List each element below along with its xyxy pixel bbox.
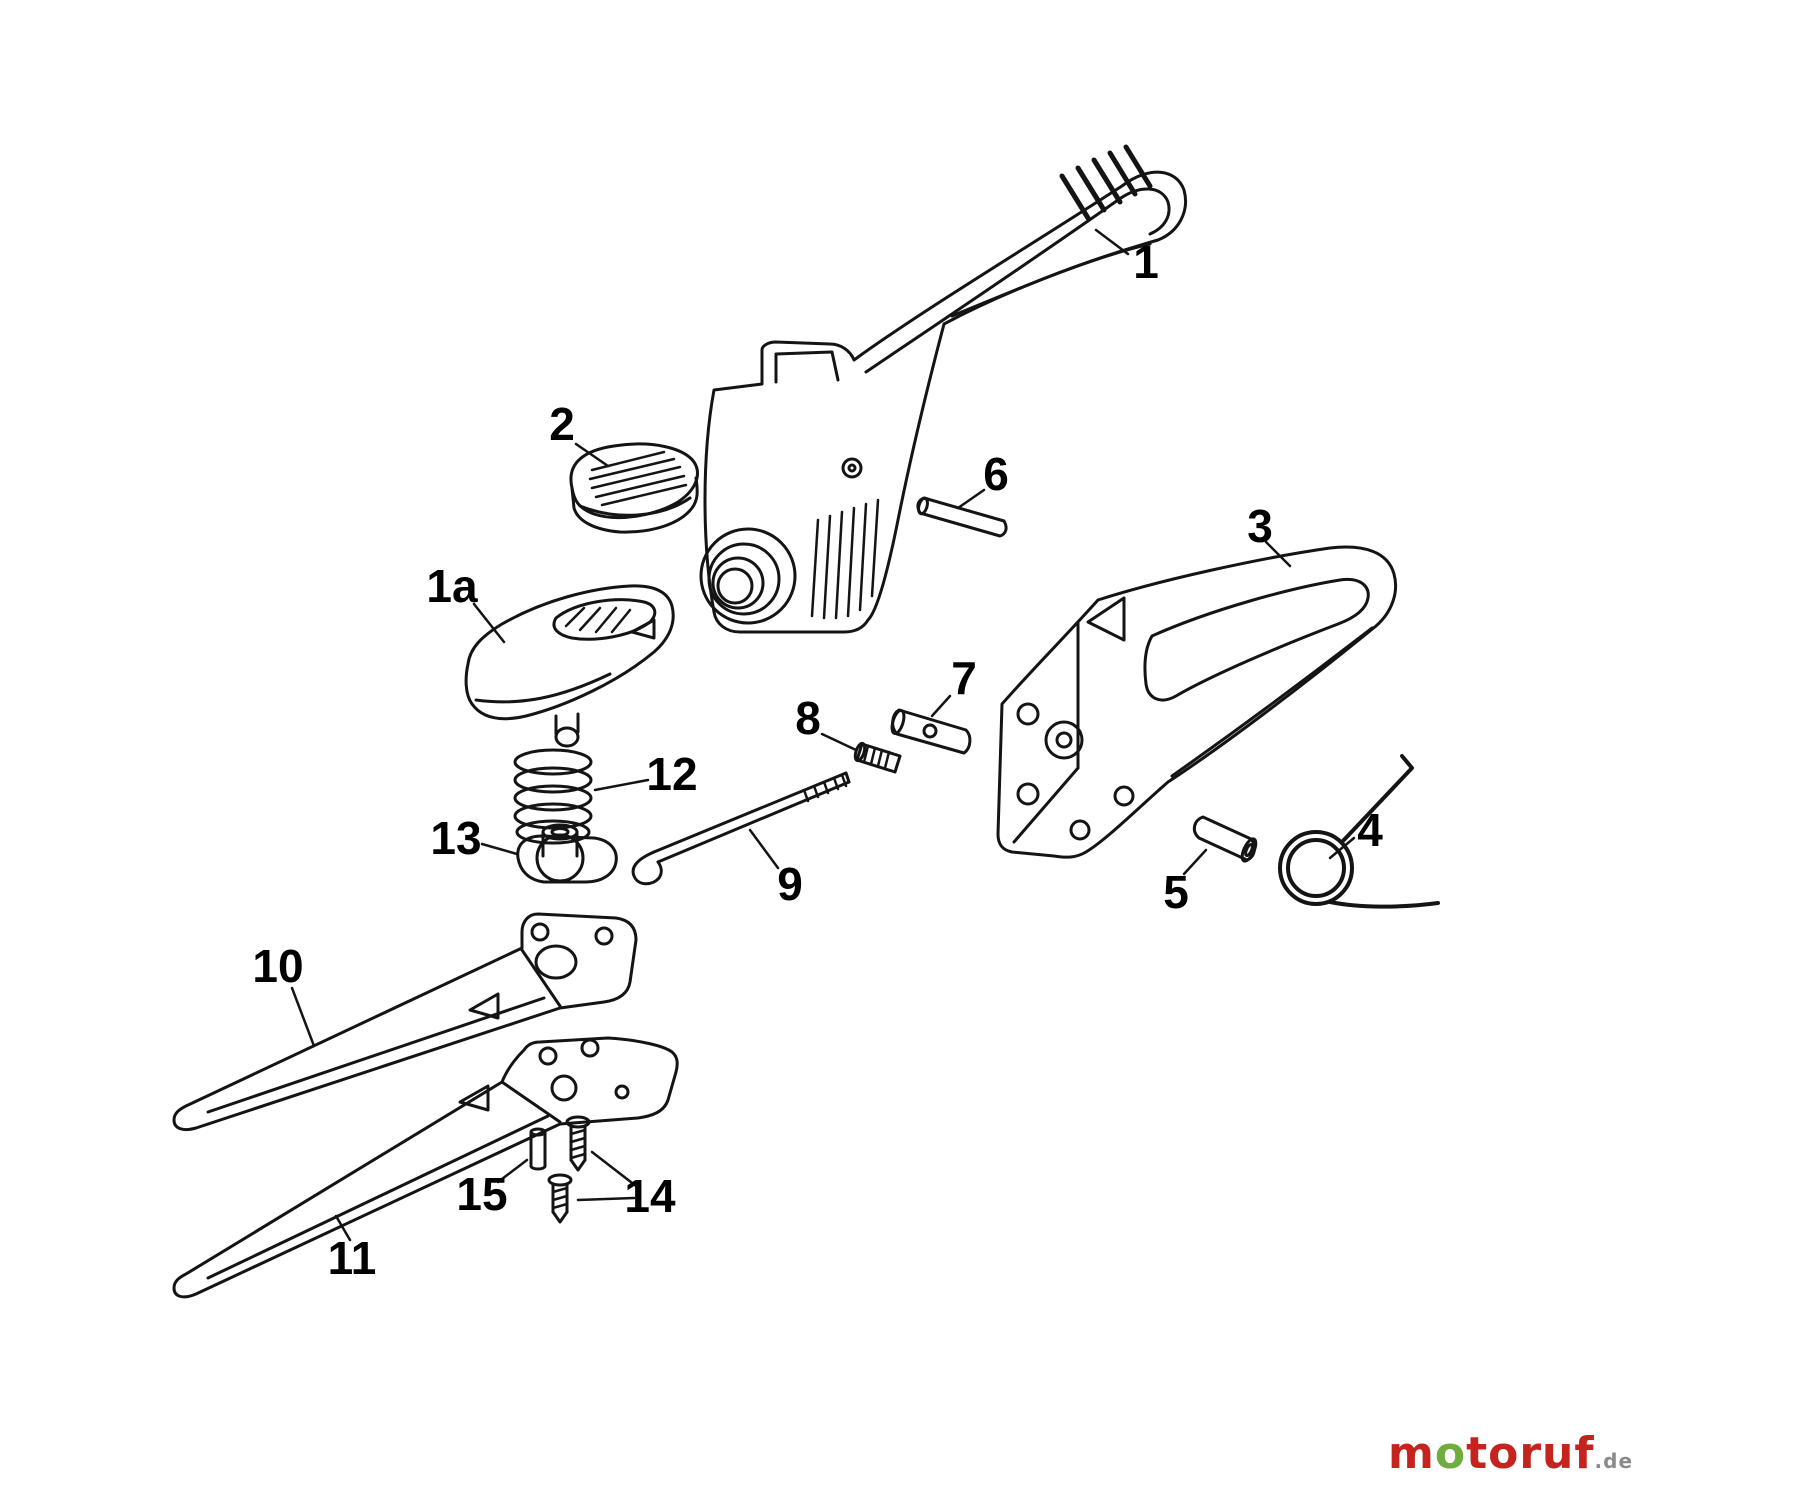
lower-blade-11-drawing bbox=[172, 1036, 679, 1299]
part-label-1a: 1a bbox=[426, 560, 478, 612]
spring-12-drawing bbox=[513, 748, 593, 845]
part-label-6: 6 bbox=[983, 448, 1009, 500]
switch-button-drawing bbox=[569, 442, 699, 534]
pin-6-drawing bbox=[916, 496, 1008, 538]
part-label-8: 8 bbox=[795, 692, 821, 744]
watermark-logo: motoruf.de bbox=[1388, 1428, 1633, 1479]
part-label-12: 12 bbox=[646, 748, 698, 800]
part-label-14: 14 bbox=[624, 1170, 676, 1222]
part-label-9: 9 bbox=[777, 858, 803, 910]
threaded-stud-8-drawing bbox=[853, 741, 902, 774]
part-label-11: 11 bbox=[327, 1232, 377, 1284]
upper-blade-10-drawing bbox=[172, 912, 638, 1132]
part-label-2: 2 bbox=[549, 398, 575, 450]
brand-o-mark: o bbox=[1434, 1428, 1467, 1479]
brand-suffix: toruf bbox=[1466, 1428, 1595, 1479]
part-label-13: 13 bbox=[430, 812, 482, 864]
part-label-10: 10 bbox=[252, 940, 304, 992]
screws-14-drawing bbox=[547, 1115, 591, 1224]
pivot-pin-7-drawing bbox=[890, 708, 972, 755]
upper-handle-drawing bbox=[699, 144, 1187, 634]
sleeve-5-drawing bbox=[1192, 815, 1258, 863]
part-label-4: 4 bbox=[1357, 804, 1383, 856]
part-label-3: 3 bbox=[1247, 500, 1273, 552]
lower-handle-drawing bbox=[996, 545, 1398, 859]
brand-prefix: m bbox=[1388, 1428, 1435, 1479]
torsion-spring-4-drawing bbox=[1278, 754, 1440, 909]
part-label-7: 7 bbox=[951, 652, 977, 704]
lock-lever-drawing bbox=[464, 584, 675, 748]
part-label-5: 5 bbox=[1163, 866, 1189, 918]
brand-tld: .de bbox=[1594, 1449, 1634, 1473]
pin-15-drawing bbox=[529, 1127, 547, 1171]
part-label-15: 15 bbox=[456, 1168, 508, 1220]
bushing-13-drawing bbox=[516, 823, 618, 884]
push-rod-9-drawing bbox=[631, 771, 851, 886]
leader-lines bbox=[290, 228, 1356, 1242]
part-label-1: 1 bbox=[1133, 236, 1159, 288]
